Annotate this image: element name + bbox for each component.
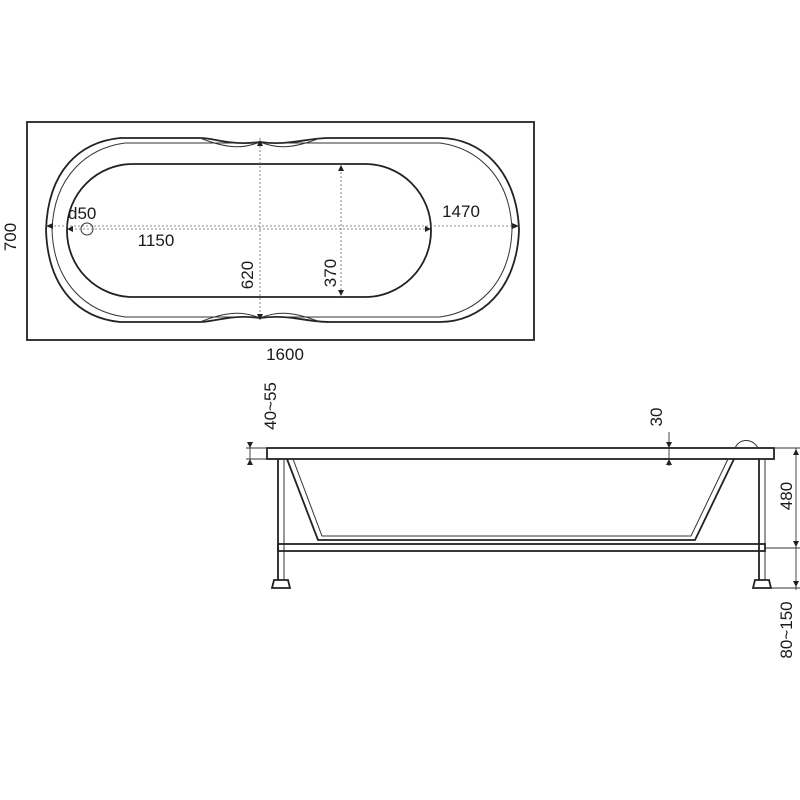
arrow-left-1470 (46, 223, 53, 229)
tub-inner-bottom (66, 163, 432, 298)
tub-outline-rectangle (26, 121, 535, 341)
tub-rim-bump (734, 440, 759, 449)
length-1470-label: 1470 (442, 202, 480, 221)
height-480-label: 480 (777, 482, 796, 510)
width-700-label: 700 (1, 223, 20, 251)
arrow-height-480-bottom (793, 541, 799, 547)
width-620-label: 620 (238, 261, 257, 289)
arrow-right-1470 (512, 223, 519, 229)
rim-adjust-40-55-label: 40~55 (261, 382, 280, 430)
rim-30-label: 30 (647, 408, 666, 427)
arrow-rim-adjust-bottom (247, 459, 253, 465)
arrow-rim-30-top (666, 442, 672, 448)
right-foot (751, 579, 773, 589)
arrow-right-1150 (425, 226, 431, 232)
leg-adjust-80-150-label: 80~150 (777, 601, 796, 658)
tub-outer-basin (45, 137, 520, 323)
length-1150-label: 1150 (138, 231, 175, 250)
arrow-top-370 (338, 165, 344, 171)
arrow-bottom-370 (338, 290, 344, 296)
top-view: 700 1600 d50 1150 1470 620 370 (1, 121, 535, 364)
tub-basin-profile (286, 458, 735, 541)
left-foot (270, 579, 292, 589)
arrow-top-620 (257, 140, 263, 146)
drain-d50-label: d50 (68, 204, 96, 223)
side-view: 40~55 30 480 80~150 (246, 382, 800, 659)
tub-rim-inner-edge (51, 142, 513, 318)
arrow-leg-adjust-bottom (793, 581, 799, 587)
arrow-bottom-620 (257, 314, 263, 320)
arrow-left-1150 (67, 226, 73, 232)
tub-basin-inner-profile (292, 458, 729, 537)
tub-rim (266, 447, 775, 460)
arrow-rim-adjust-top (247, 442, 253, 448)
frame-crossbar (277, 543, 766, 552)
arrow-rim-30-bottom (666, 459, 672, 465)
width-370-label: 370 (321, 259, 340, 287)
length-1600-label: 1600 (266, 345, 304, 364)
arrow-height-480-top (793, 449, 799, 455)
